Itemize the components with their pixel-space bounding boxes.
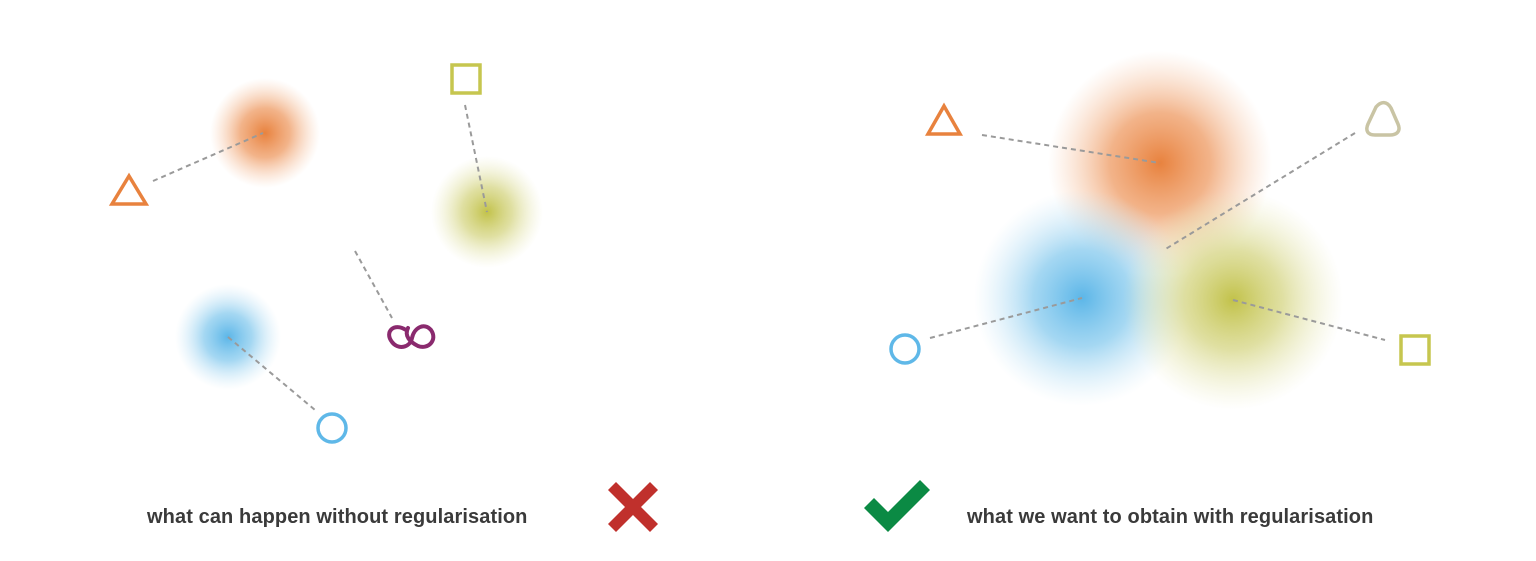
dashed-link-square bbox=[1232, 299, 1386, 341]
dashed-link-circle bbox=[227, 336, 316, 411]
circle-icon bbox=[889, 333, 921, 365]
dashed-link-circle bbox=[929, 297, 1083, 339]
left-panel bbox=[108, 63, 543, 444]
cross-icon bbox=[608, 482, 658, 532]
triangle-icon bbox=[924, 102, 964, 136]
triangle-icon bbox=[108, 172, 150, 206]
square-icon bbox=[1399, 334, 1431, 366]
rounded-triangle-icon bbox=[1365, 100, 1401, 137]
square-icon bbox=[450, 63, 482, 95]
circle-icon bbox=[316, 412, 348, 444]
caption-with-regularisation: what we want to obtain with regularisati… bbox=[967, 506, 1374, 528]
dashed-link-triangle bbox=[152, 132, 264, 182]
check-icon bbox=[864, 480, 930, 532]
dashed-links bbox=[929, 132, 1386, 341]
right-panel bbox=[889, 51, 1431, 410]
dashed-link-knot bbox=[354, 250, 393, 319]
orange-blob bbox=[210, 78, 320, 188]
dashed-link-triangle bbox=[981, 134, 1161, 164]
dashed-links bbox=[152, 104, 488, 411]
caption-without-regularisation: what can happen without regularisation bbox=[147, 506, 528, 528]
dashed-link-square bbox=[464, 104, 488, 213]
knot-icon bbox=[387, 324, 436, 349]
dashed-link-rounded-triangle bbox=[1163, 132, 1356, 251]
